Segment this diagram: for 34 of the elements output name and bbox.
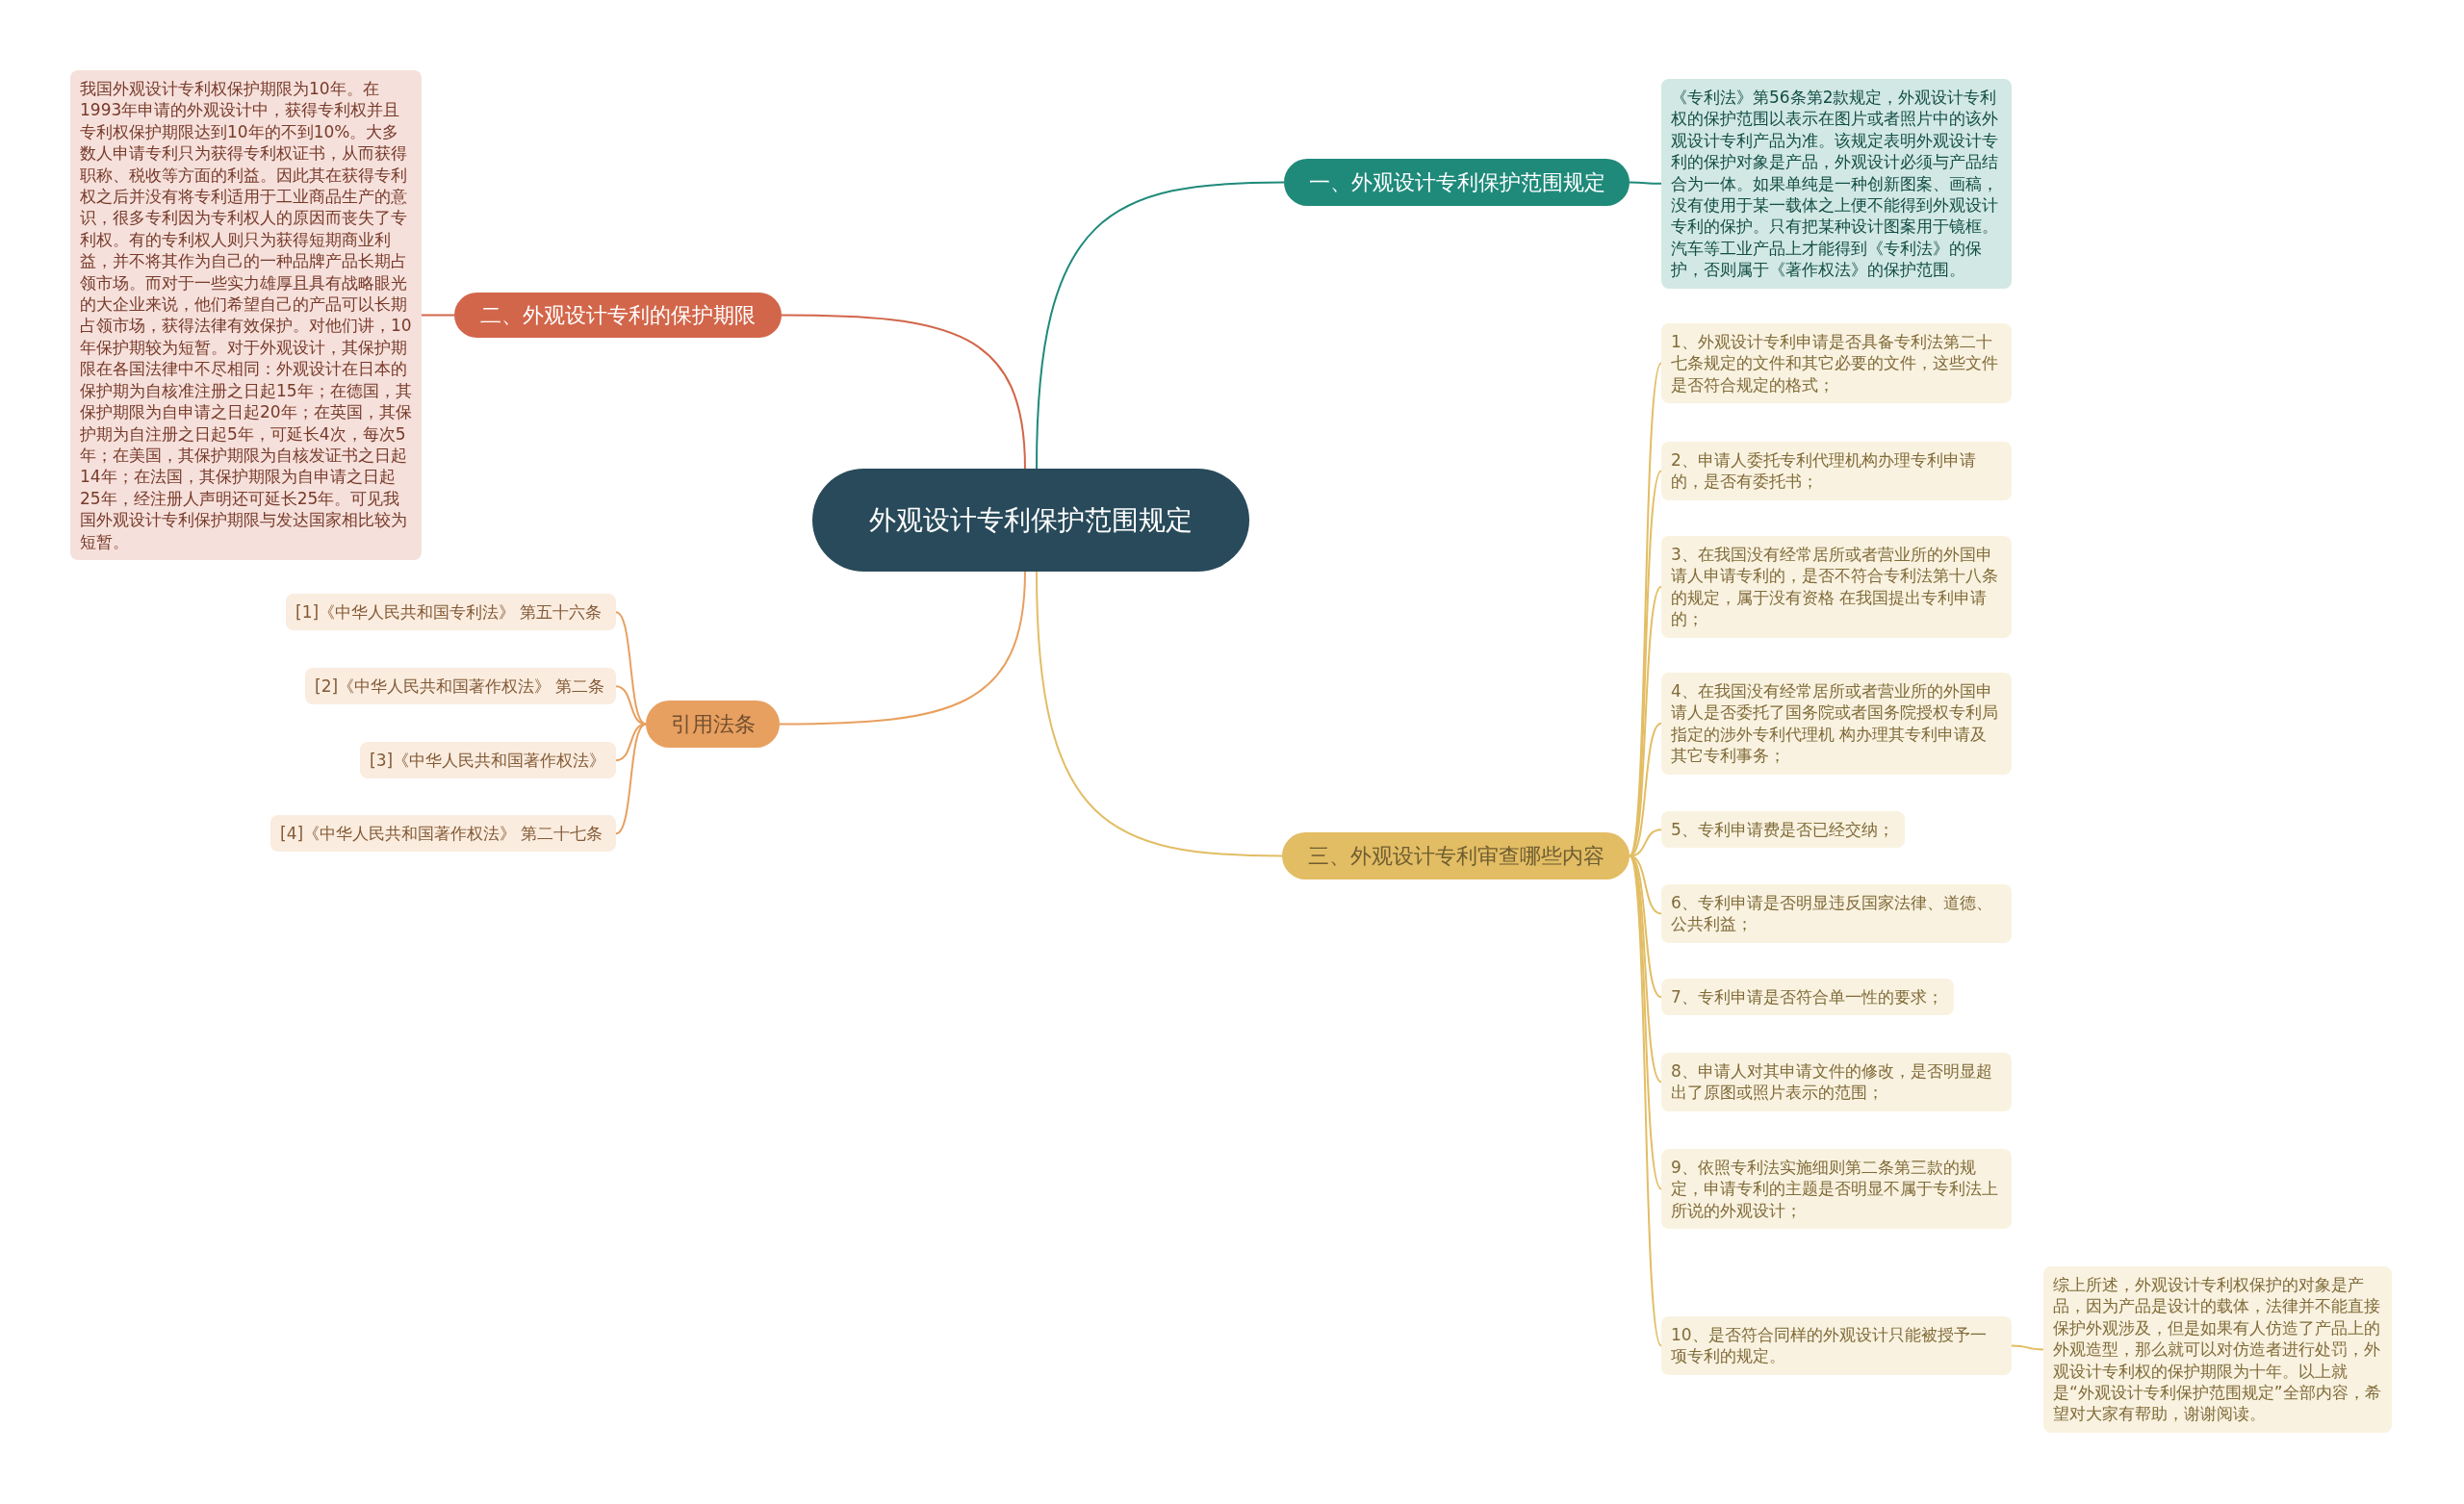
note-card: [3]《中华人民共和国著作权法》 (360, 742, 616, 779)
connector-line (421, 314, 455, 317)
connector-line (615, 723, 647, 835)
connector-line (1036, 571, 1283, 857)
branch-topic: 二、外观设计专利的保护期限 (454, 293, 782, 338)
connector-line (1036, 181, 1285, 470)
connector-line (1629, 181, 1662, 185)
connector-line (781, 314, 1026, 470)
note-card: [2]《中华人民共和国著作权法》 第二条 (305, 668, 616, 705)
note-card: 10、是否符合同样的外观设计只能被授予一项专利的规定。 (1661, 1316, 2012, 1375)
note-card: 1、外观设计专利申请是否具备专利法第二十七条规定的文件和其它必要的文件，这些文件是否符合规定的格式； (1661, 323, 2012, 404)
note-card: 5、专利申请费是否已经交纳； (1661, 811, 1905, 849)
note-card: [1]《中华人民共和国专利法》 第五十六条 (286, 594, 616, 631)
note-card: 3、在我国没有经常居所或者营业所的外国申请人申请专利的，是否不符合专利法第十八条的规定，属于没有资格 在我国提出专利申请的； (1661, 536, 2012, 638)
connector-line (615, 611, 647, 726)
branch-topic: 引用法条 (646, 701, 780, 748)
branch-topic: 三、外观设计专利审查哪些内容 (1282, 832, 1630, 879)
note-card: 《专利法》第56条第2款规定，外观设计专利权的保护范围以表示在图片或者照片中的该外观设计专利产品为准。该规定表明外观设计专利的保护对象是产品，外观设计必须与产品结合为一体。如果单纯是一种创新图案、画稿，没有使用于某一载体之上便不能得到外观设计专利的保护。只有把某种设计图案用于镜框。汽车等工业产品上才能得到《专利法》的保护，否则属于《著作权法》的保护范围。 (1661, 79, 2012, 289)
note-card: 9、依照专利法实施细则第二条第三款的规定，申请专利的主题是否明显不属于专利法上所说的外观设计； (1661, 1149, 2012, 1230)
branch-topic: 一、外观设计专利保护范围规定 (1284, 159, 1630, 206)
note-card: 2、申请人委托专利代理机构办理专利申请的，是否有委托书； (1661, 442, 2012, 500)
connector-line (2011, 1344, 2044, 1351)
note-card: 我国外观设计专利权保护期限为10年。在1993年申请的外观设计中，获得专利权并且专利权保护期限达到10年的不到10%。大多数人申请专利只为获得专利权证书，从而获得职称、税收等方面的利益。因此其在获得专利权之后并没有将专利适用于工业商品生产的意识，很多专利因为专利权人的原因而丧失了专利权。有的专利权人则只为获得短期商业利益，并不将其作为自己的一种品牌产品长期占领市场。而对于一些实力雄厚且具有战略眼光的大企业来说，他们希望自己的产品可以长期占领市场，获得法律有效保护。对他们讲，10年保护期较为短暂。对于外观设计，其保护期限在各国法律中不尽相同：外观设计在日本的保护期为自核准注册之日起15年；在德国，其保护期限为自申请之日起20年；在英国，其保护期为自注册之日起5年，可延长4次，每次5年；在美国，其保护期限为自核发证书之日起14年；在法国，其保护期限为自申请之日起25年，经注册人声明还可延长25年。可见我国外观设计专利保护期限与发达国家相比较为短暂。 (70, 70, 422, 560)
note-card: 8、申请人对其申请文件的修改，是否明显超出了原图或照片表示的范围； (1661, 1053, 2012, 1111)
note-card: [4]《中华人民共和国著作权法》 第二十七条 (270, 815, 616, 853)
note-card: 4、在我国没有经常居所或者营业所的外国申请人是否委托了国务院或者国务院授权专利局指定的涉外专利代理机 构办理其专利申请及其它专利事务； (1661, 673, 2012, 775)
note-card: 6、专利申请是否明显违反国家法律、道德、公共利益； (1661, 884, 2012, 943)
note-card: 7、专利申请是否符合单一性的要求； (1661, 979, 1954, 1016)
connector-line (1629, 854, 1662, 1347)
connector-line (1629, 854, 1662, 1190)
central-topic: 外观设计专利保护范围规定 (812, 469, 1249, 572)
note-card: 综上所述，外观设计专利权保护的对象是产品，因为产品是设计的载体，法律并不能直接保护外观涉及，但是如果有人仿造了产品上的外观造型，那么就可以对仿造者进行处罚，外观设计专利权的保护期限为十年。以上就是“外观设计专利保护范围规定”全部内容，希望对大家有帮助，谢谢阅读。 (2043, 1266, 2392, 1433)
connector-line (779, 571, 1026, 726)
connector-line (1629, 470, 1662, 857)
